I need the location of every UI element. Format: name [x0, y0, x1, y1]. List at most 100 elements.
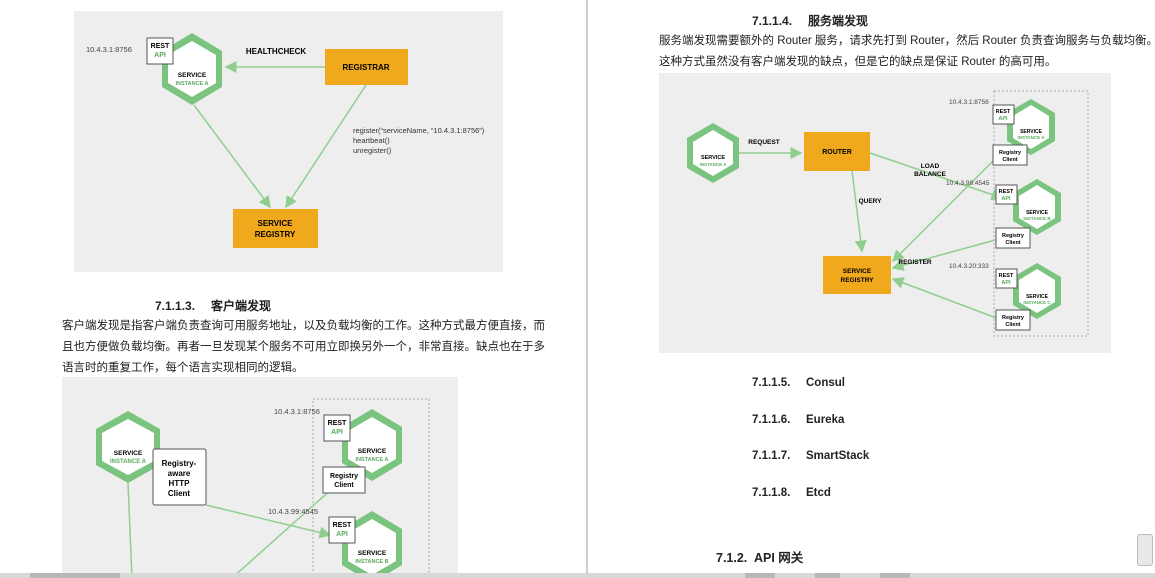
toc-item-etcd[interactable]: 7.1.1.8. Etcd: [752, 487, 831, 499]
registry-client-box: [995, 309, 1031, 331]
instance-a-label: INSTANCE A: [700, 162, 728, 167]
scrollbar-segment[interactable]: [30, 573, 120, 578]
instance-a-label: INSTANCE A: [176, 81, 209, 87]
client-label-3: HTTP: [169, 479, 191, 488]
heading-number: 7.1.1.3.: [155, 299, 196, 313]
instance-c-label: INSTANCE C: [1023, 300, 1051, 305]
service-label: SERVICE: [114, 450, 143, 457]
address-1-label: 10.4.3.1:8756: [274, 407, 320, 416]
service-label: SERVICE: [358, 550, 387, 557]
toc-number: 7.1.1.7.: [752, 450, 791, 462]
unregister-call-label: unregister(): [353, 146, 392, 155]
registrar-label: REGISTRAR: [342, 63, 389, 72]
registry-client-box: [992, 144, 1028, 166]
scroll-handle[interactable]: [1137, 534, 1153, 566]
toc-item-consul[interactable]: 7.1.1.5. Consul: [752, 377, 845, 389]
heading-title: 服务端发现: [808, 14, 869, 28]
toc-number: 7.1.1.8.: [752, 487, 791, 499]
toc-number: 7.1.1.6.: [752, 414, 791, 426]
registry-client-label-1: Registry: [1002, 233, 1025, 239]
client-discovery-paragraph: 客户端发现是指客户端负责查询可用服务地址，以及负载均衡的工作。这种方式最方便直接…: [62, 316, 545, 379]
instance-a-label: INSTANCE A: [1018, 135, 1046, 140]
registry-client-label-1: Registry: [1002, 315, 1025, 321]
rest-api-box: [323, 414, 351, 442]
toc-item-smartstack[interactable]: 7.1.1.7. SmartStack: [752, 450, 869, 462]
scrollbar-segment[interactable]: [880, 573, 910, 578]
rest-label: REST: [151, 43, 170, 50]
instance-a-label: INSTANCE A: [356, 457, 389, 463]
section-heading-api-gateway: 7.1.2. API 网关: [716, 547, 803, 566]
query-label: QUERY: [859, 198, 883, 205]
router-label: ROUTER: [822, 149, 852, 156]
registry-client-label-2: Client: [334, 482, 354, 489]
rest-api-box: [146, 37, 174, 65]
registry-label-2: REGISTRY: [255, 230, 296, 239]
paragraph-line: 语言时的重复工作，每个语言实现相同的逻辑。: [62, 362, 304, 374]
registry-client-label-2: Client: [1002, 157, 1017, 163]
service-label: SERVICE: [358, 448, 387, 455]
toc-title: Consul: [806, 377, 845, 389]
toc-number: 7.1.1.5.: [752, 377, 791, 389]
service-label: SERVICE: [701, 155, 725, 161]
service-label: SERVICE: [178, 72, 207, 79]
api-label: API: [336, 531, 348, 538]
scrollbar-segment[interactable]: [815, 573, 840, 578]
instance-a-label: INSTANCE A: [110, 459, 147, 465]
right-page: 7.1.1.4.服务端发现 服务端发现需要额外的 Router 服务，请求先打到…: [588, 0, 1155, 578]
client-label-1: Registry-: [162, 459, 197, 468]
registry-aware-http-client-box: [152, 448, 207, 506]
register-label: REGISTER: [898, 259, 932, 266]
toc-title: Eureka: [806, 414, 845, 426]
heartbeat-call-label: heartbeat(): [353, 136, 390, 145]
bottom-scrollbar[interactable]: [0, 573, 1155, 578]
client-label-4: Client: [168, 489, 191, 498]
registry-client-label-2: Client: [1005, 240, 1020, 246]
service-registry-box: [233, 209, 318, 248]
server-side-discovery-diagram: SERVICE INSTANCE A REQUEST ROUTER LOAD B…: [659, 73, 1111, 353]
api-label: API: [331, 429, 343, 436]
paragraph-line: 客户端发现是指客户端负责查询可用服务地址，以及负载均衡的工作。这种方式最方便直接…: [62, 320, 545, 332]
api-label: API: [998, 116, 1008, 122]
registry-label-1: SERVICE: [843, 268, 872, 275]
scrollbar-segment[interactable]: [745, 573, 775, 578]
rest-label: REST: [328, 420, 347, 427]
address-1-label: 10.4.3.1:8756: [949, 99, 989, 106]
registry-label-2: REGISTRY: [841, 277, 875, 284]
load-label: LOAD: [921, 163, 940, 170]
left-page: REST API SERVICE INSTANCE A 10.4.3.1:875…: [62, 11, 545, 578]
toc-title: SmartStack: [806, 450, 870, 462]
registry-client-label-2: Client: [1005, 322, 1020, 328]
registry-client-box: [995, 227, 1031, 249]
toc-item-eureka[interactable]: 7.1.1.6. Eureka: [752, 414, 844, 426]
router-box: [804, 132, 870, 171]
registry-label-1: SERVICE: [258, 219, 294, 228]
heading-title: 客户端发现: [211, 299, 272, 313]
registry-client-box: [322, 466, 366, 494]
address-3-label: 10.4.3.20:333: [949, 263, 989, 270]
rest-label: REST: [333, 522, 352, 529]
self-registration-diagram: REST API SERVICE INSTANCE A 10.4.3.1:875…: [74, 11, 503, 272]
toc-title: Etcd: [806, 487, 831, 499]
healthcheck-label: HEALTHCHECK: [246, 47, 307, 56]
client-label-2: aware: [168, 469, 191, 478]
address-2-label: 10.4.3.99:4545: [268, 507, 318, 516]
balance-label: BALANCE: [914, 171, 946, 178]
address-label: 10.4.3.1:8756: [86, 45, 132, 54]
page-divider: [586, 0, 588, 578]
rest-api-box: [328, 516, 356, 544]
rest-label: REST: [996, 109, 1011, 115]
service-label: SERVICE: [1026, 294, 1049, 300]
heading-number: 7.1.2.: [716, 551, 748, 565]
service-label: SERVICE: [1020, 129, 1043, 135]
registrar-box: [325, 49, 408, 85]
paragraph-line: 且也方便做负载均衡。再者一旦发现某个服务不可用立即换另外一个，非常直接。缺点也在…: [62, 341, 545, 353]
heading-title: API 网关: [754, 551, 804, 565]
instance-b-label: INSTANCE B: [355, 559, 388, 565]
client-side-discovery-diagram: SERVICE INSTANCE A Registry- aware HTTP …: [62, 377, 458, 578]
rest-api-box: [992, 104, 1015, 125]
rest-label: REST: [999, 273, 1014, 279]
service-label: SERVICE: [1026, 210, 1049, 216]
instance-b-label: INSTANCE B: [1023, 216, 1051, 221]
section-heading-client-discovery: 7.1.1.3. 客户端发现: [155, 297, 271, 314]
rest-api-box: [995, 268, 1018, 289]
